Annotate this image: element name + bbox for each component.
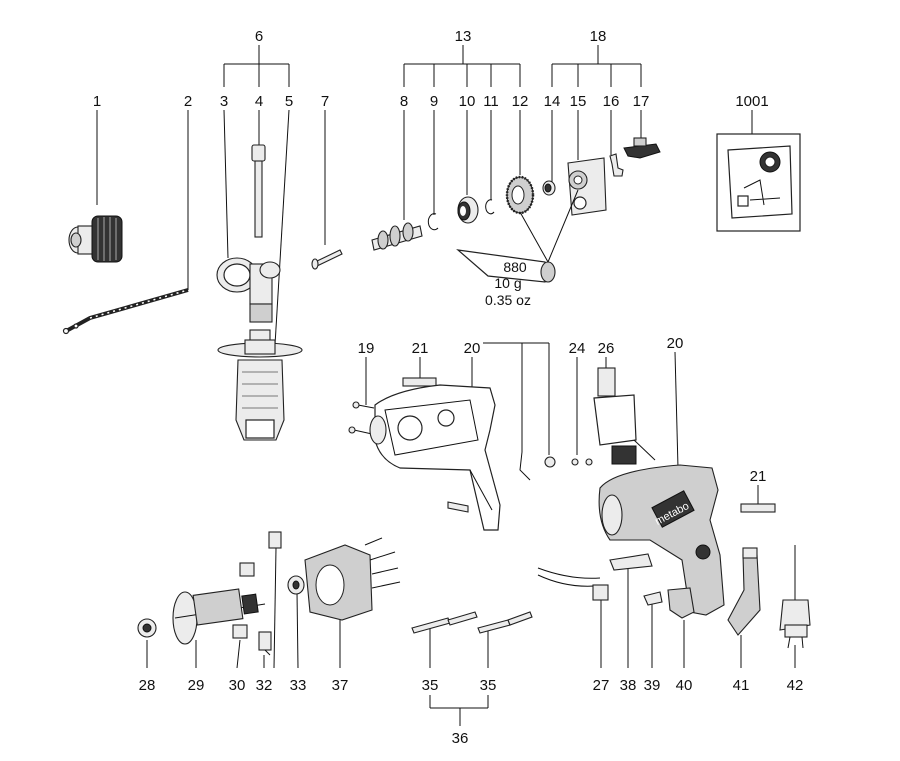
circlip-9 (427, 213, 439, 231)
group-bracket-36 (429, 695, 489, 726)
callout-20-left: 20 (464, 340, 481, 357)
callout-18: 18 (590, 28, 607, 45)
callout-16: 16 (603, 93, 620, 110)
side-handle (217, 329, 303, 441)
callout-4: 4 (255, 93, 263, 110)
brush-holder (258, 531, 282, 656)
callout-13: 13 (455, 28, 472, 45)
callout-36: 36 (452, 730, 469, 747)
callout-15: 15 (570, 93, 587, 110)
callout-numbers: 1 2 3 4 5 6 7 8 9 10 11 12 13 14 15 16 1… (93, 28, 804, 747)
group-bracket-6 (223, 45, 290, 87)
label-plate-left (402, 377, 437, 387)
group-bracket-13 (403, 45, 521, 87)
housing-screws (348, 401, 375, 435)
callout-24: 24 (569, 340, 586, 357)
terminal-pins (411, 611, 533, 634)
callout-12: 12 (512, 93, 529, 110)
callout-27: 27 (593, 677, 610, 694)
callout-28: 28 (139, 677, 156, 694)
bracket-20-top (483, 342, 550, 455)
depth-stop-rod (62, 288, 189, 335)
field-stator (304, 537, 401, 621)
cover-plate (609, 553, 653, 571)
callout-3: 3 (220, 93, 228, 110)
callout-9: 9 (430, 93, 438, 110)
drill-chuck (68, 215, 123, 263)
callout-19: 19 (358, 340, 375, 357)
callout-14: 14 (544, 93, 561, 110)
callout-42: 42 (787, 677, 804, 694)
callout-6: 6 (255, 28, 263, 45)
callout-37: 37 (332, 677, 349, 694)
small-screw-b (585, 458, 593, 466)
leader-lines (96, 109, 796, 669)
callout-8: 8 (400, 93, 408, 110)
spring-wire (519, 451, 531, 481)
spring-clip (609, 153, 624, 177)
switch-lever (623, 137, 661, 159)
callout-38: 38 (620, 677, 637, 694)
trigger-switch (593, 367, 656, 465)
callout-29: 29 (188, 677, 205, 694)
needle-bearing (542, 180, 556, 196)
housing-half-right: metabo (598, 464, 725, 616)
gear (505, 175, 535, 215)
reference-box-1001 (716, 133, 801, 232)
gear-plate (567, 157, 607, 216)
callout-11: 11 (483, 93, 499, 110)
callout-1001: 1001 (735, 93, 768, 110)
handle-clamp-ring (216, 257, 281, 323)
callout-5: 5 (285, 93, 293, 110)
callout-35-left: 35 (422, 677, 439, 694)
handle-bolt (251, 144, 266, 238)
cable-sleeve (727, 547, 761, 636)
grease-weight: 10 g (494, 275, 521, 291)
carbon-brush-top (239, 562, 255, 577)
spindle (371, 222, 423, 251)
callout-1: 1 (93, 93, 101, 110)
callout-30: 30 (229, 677, 246, 694)
cable-clip (643, 591, 663, 606)
label-plate-right (740, 503, 776, 513)
callout-7: 7 (321, 93, 329, 110)
washer (544, 456, 556, 468)
grease-code: 880 (503, 259, 527, 275)
callout-10: 10 (459, 93, 476, 110)
callout-26: 26 (598, 340, 615, 357)
callout-35-right: 35 (480, 677, 497, 694)
callout-2: 2 (184, 93, 192, 110)
callout-21-left: 21 (412, 340, 429, 357)
armature (172, 588, 266, 645)
group-bracket-18 (551, 45, 642, 87)
callout-33: 33 (290, 677, 307, 694)
housing-half-left (369, 384, 501, 531)
callout-21-right: 21 (750, 468, 767, 485)
grease-tube (456, 189, 579, 283)
circlip-11 (485, 199, 495, 215)
cable-connector (537, 567, 609, 601)
callout-39: 39 (644, 677, 661, 694)
pin (311, 249, 343, 270)
callout-20-right: 20 (667, 335, 684, 352)
callout-17: 17 (633, 93, 650, 110)
ball-bearing (457, 196, 479, 224)
callout-40: 40 (676, 677, 693, 694)
grease-weight-oz: 0.35 oz (485, 292, 531, 308)
cable-holder (667, 587, 695, 619)
armature-nut (137, 618, 157, 638)
carbon-brush (232, 624, 248, 639)
callout-41: 41 (733, 677, 750, 694)
power-plug (779, 545, 811, 649)
small-screw (571, 458, 579, 466)
callout-32: 32 (256, 677, 273, 694)
fan-washer (287, 575, 305, 595)
